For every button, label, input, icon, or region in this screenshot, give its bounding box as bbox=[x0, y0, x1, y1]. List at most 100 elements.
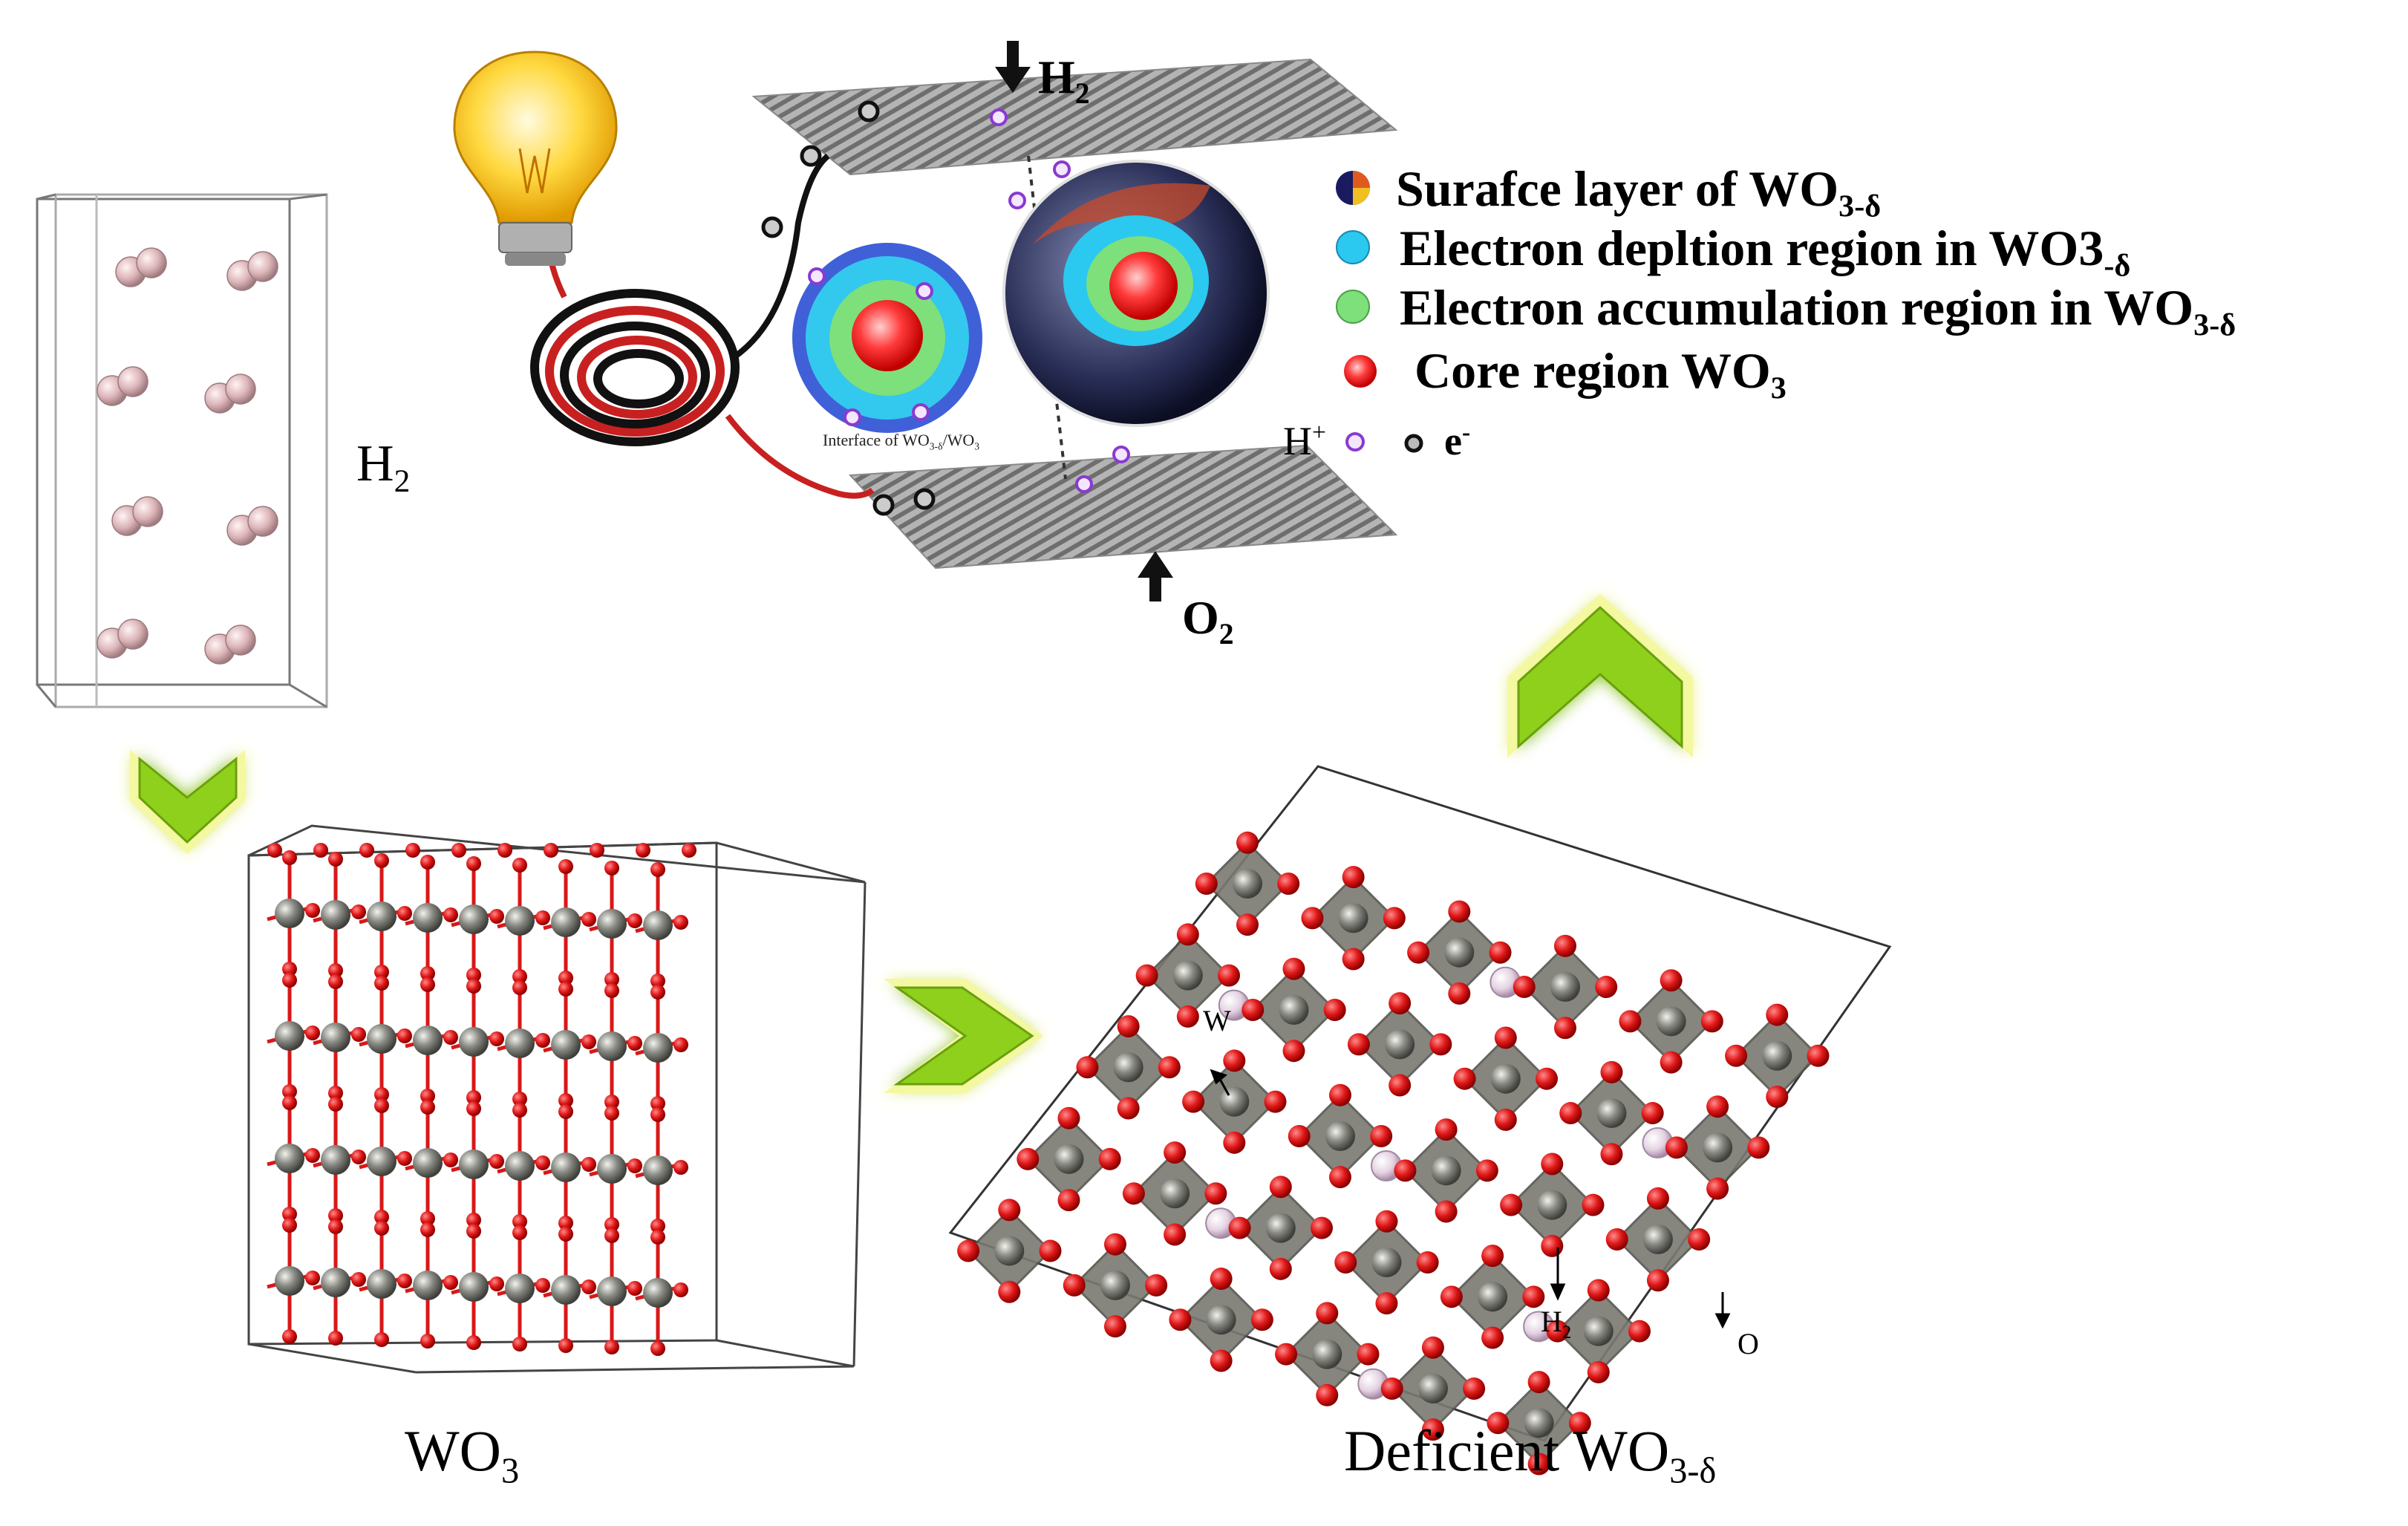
oxygen-atom bbox=[1481, 1326, 1504, 1349]
tungsten-atom bbox=[275, 899, 304, 928]
wo3-label-sub: 3 bbox=[500, 1451, 520, 1491]
oxygen-atom bbox=[374, 1332, 389, 1347]
atom-h2-label-sub: 2 bbox=[1562, 1323, 1572, 1343]
oxygen-atom bbox=[1646, 1187, 1669, 1210]
oxygen-atom bbox=[673, 1160, 688, 1175]
electron-label-sup: - bbox=[1461, 419, 1471, 446]
oxygen-atom bbox=[1164, 1223, 1187, 1246]
h2-molecule bbox=[97, 619, 149, 659]
oxygen-atom bbox=[420, 1100, 435, 1115]
h2-cell-label-text: H bbox=[356, 435, 394, 492]
h2-molecule bbox=[226, 251, 278, 291]
oxygen-atom bbox=[1264, 1090, 1287, 1113]
legend-item-surface-text: Surafce layer of WO bbox=[1396, 160, 1839, 217]
interface-label-tail-sub: 3 bbox=[974, 440, 980, 452]
electron-carrier bbox=[800, 145, 822, 167]
oxygen-atom bbox=[1489, 941, 1512, 964]
oxygen-atom bbox=[650, 1341, 665, 1356]
legend-item-surface: Surafce layer of WO3-δ bbox=[1396, 163, 1881, 223]
tungsten-atom bbox=[1265, 1213, 1296, 1243]
h2-molecule bbox=[204, 625, 256, 665]
oxygen-atom bbox=[374, 1098, 389, 1113]
cyan-sphere-icon bbox=[1336, 230, 1370, 264]
oxygen-atom bbox=[1380, 1377, 1403, 1400]
tungsten-atom bbox=[643, 1278, 673, 1308]
tungsten-atom bbox=[321, 1023, 350, 1052]
oxygen-atom bbox=[1389, 992, 1412, 1015]
oxygen-atom bbox=[1342, 948, 1365, 971]
oxygen-atom bbox=[1383, 907, 1406, 930]
tungsten-atom bbox=[1417, 1373, 1448, 1403]
hplus-carrier bbox=[1053, 160, 1071, 178]
electron-carrier bbox=[761, 216, 783, 238]
oxygen-atom bbox=[1357, 1343, 1380, 1366]
oxygen-atom bbox=[1135, 964, 1158, 987]
fuel-cell-illustration bbox=[453, 41, 1398, 601]
oxygen-atom bbox=[1057, 1106, 1080, 1129]
oxygen-atom bbox=[1500, 1193, 1523, 1216]
oxygen-atom bbox=[1017, 1147, 1040, 1170]
oxygen-atom bbox=[374, 853, 389, 868]
oxygen-atom bbox=[497, 843, 512, 858]
hplus-carrier bbox=[808, 267, 826, 285]
oxygen-atom bbox=[443, 1030, 458, 1045]
oxygen-atom bbox=[650, 1230, 665, 1245]
legend-item-core-text: Core region WO bbox=[1415, 342, 1771, 399]
oxygen-atom bbox=[673, 1037, 688, 1052]
oxygen-atom bbox=[1448, 982, 1471, 1005]
oxygen-atom bbox=[1541, 1234, 1564, 1257]
oxygen-atom bbox=[1619, 1010, 1642, 1033]
oxygen-atom bbox=[1440, 1285, 1463, 1308]
oxygen-atom bbox=[650, 1107, 665, 1122]
oxygen-atom bbox=[1463, 1377, 1486, 1400]
oxygen-atom bbox=[1176, 923, 1199, 946]
oxygen-atom bbox=[328, 1219, 343, 1234]
oxygen-atom bbox=[1536, 1067, 1559, 1090]
oxygen-atom bbox=[1210, 1268, 1233, 1291]
oxygen-atom bbox=[581, 1157, 596, 1172]
tungsten-atom bbox=[275, 1266, 304, 1296]
legend-item-core-sub: 3 bbox=[1770, 371, 1787, 406]
o2-inlet-label: O2 bbox=[1182, 594, 1234, 649]
red-sphere-icon bbox=[1344, 355, 1377, 388]
oxygen-atom bbox=[1323, 998, 1346, 1021]
tungsten-atom bbox=[367, 1269, 397, 1299]
oxygen-atom bbox=[1688, 1228, 1711, 1251]
oxygen-atom bbox=[1646, 1269, 1669, 1292]
oxygen-atom bbox=[1316, 1302, 1339, 1325]
oxygen-atom bbox=[489, 1154, 504, 1169]
hplus-icon bbox=[1345, 432, 1365, 451]
tungsten-atom bbox=[1490, 1063, 1521, 1094]
tungsten-atom bbox=[1219, 1086, 1250, 1117]
oxygen-atom bbox=[282, 1095, 297, 1110]
hplus-carrier bbox=[912, 403, 930, 421]
oxygen-atom bbox=[1389, 1074, 1412, 1097]
oxygen-atom bbox=[1481, 1245, 1504, 1268]
down-arrow-icon bbox=[130, 750, 245, 854]
oxygen-atom bbox=[604, 1340, 619, 1354]
oxygen-atom bbox=[558, 1227, 573, 1242]
oxygen-atom bbox=[535, 1033, 550, 1048]
oxygen-atom bbox=[1394, 1159, 1417, 1182]
tungsten-atom bbox=[1596, 1098, 1627, 1129]
oxygen-atom bbox=[558, 1104, 573, 1119]
oxygen-atom bbox=[1103, 1233, 1126, 1256]
o2-inlet-label-sub: 2 bbox=[1218, 617, 1234, 650]
oxygen-atom bbox=[443, 907, 458, 922]
oxygen-atom bbox=[512, 980, 527, 995]
tungsten-atom bbox=[1160, 1178, 1190, 1209]
tungsten-atom bbox=[413, 1148, 443, 1178]
oxygen-atom bbox=[673, 915, 688, 930]
atom-h2-label: H2 bbox=[1541, 1307, 1571, 1343]
tungsten-atom bbox=[1642, 1225, 1673, 1255]
oxygen-atom bbox=[451, 843, 466, 858]
oxygen-atom bbox=[1169, 1308, 1192, 1331]
oxygen-atom bbox=[466, 1335, 481, 1350]
legend-icons bbox=[1336, 171, 1423, 453]
oxygen-atom bbox=[1204, 1182, 1227, 1205]
oxygen-atom bbox=[1747, 1136, 1770, 1159]
oxygen-atom bbox=[998, 1280, 1021, 1303]
oxygen-atom bbox=[1182, 1090, 1205, 1113]
tungsten-atom bbox=[275, 1021, 304, 1051]
oxygen-atom bbox=[535, 1155, 550, 1170]
